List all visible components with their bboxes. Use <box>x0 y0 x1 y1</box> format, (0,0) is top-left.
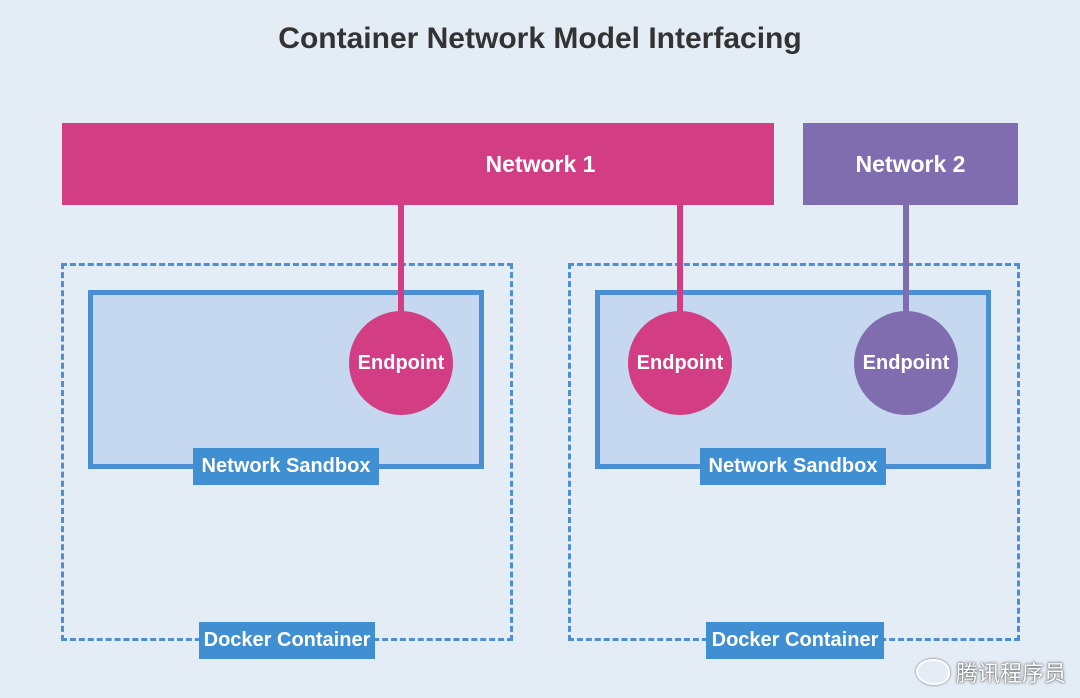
endpoint-right-network-2-label: Endpoint <box>862 351 950 374</box>
endpoint-left: Endpoint <box>349 311 453 415</box>
network-2-label: Network 2 <box>855 150 966 177</box>
endpoint-right-network-2: Endpoint <box>854 311 958 415</box>
weibo-icon <box>915 659 950 685</box>
docker-container-right-label: Docker Container <box>706 622 884 659</box>
endpoint-right-network-1-label: Endpoint <box>636 351 724 374</box>
watermark: 腾讯程序员 <box>915 656 1066 688</box>
link-network-1-endpoint-a <box>398 205 404 315</box>
link-network-2-endpoint-c <box>903 205 909 315</box>
network-sandbox-right-label: Network Sandbox <box>700 448 886 485</box>
diagram-title: Container Network Model Interfacing <box>278 22 802 55</box>
docker-container-left-label: Docker Container <box>199 622 375 659</box>
link-network-1-endpoint-b <box>677 205 683 315</box>
endpoint-right-network-1: Endpoint <box>628 311 732 415</box>
network-2-bar: Network 2 <box>803 123 1018 205</box>
endpoint-left-label: Endpoint <box>357 351 445 374</box>
network-sandbox-left-label: Network Sandbox <box>193 448 379 485</box>
network-1-bar: Network 1 <box>62 123 774 205</box>
watermark-text: 腾讯程序员 <box>955 662 1066 687</box>
network-1-label: Network 1 <box>485 150 596 177</box>
